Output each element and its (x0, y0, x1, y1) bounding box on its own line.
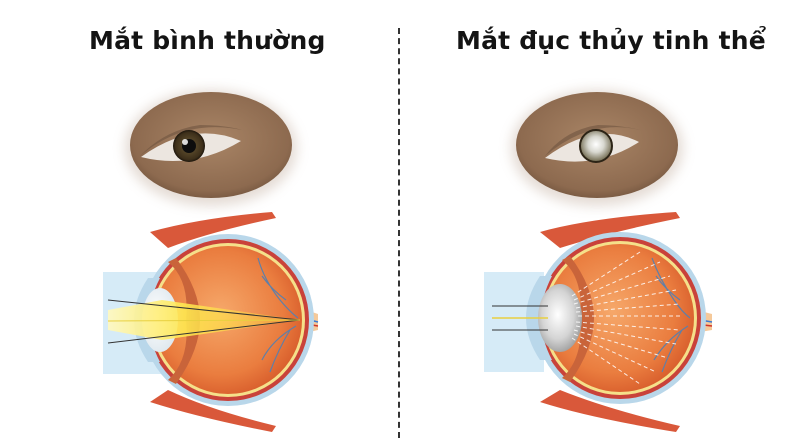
cataract-eye-title: Mắt đục thủy tinh thể (456, 26, 766, 55)
eye-cross-section-normal-icon (103, 212, 319, 432)
dashed-divider (398, 28, 400, 438)
normal-eye-title: Mắt bình thường (89, 26, 326, 55)
external-eye-cataract-icon (511, 90, 683, 206)
eye-cross-section-cataract-icon (484, 212, 713, 432)
external-eye-normal-icon (125, 90, 297, 206)
